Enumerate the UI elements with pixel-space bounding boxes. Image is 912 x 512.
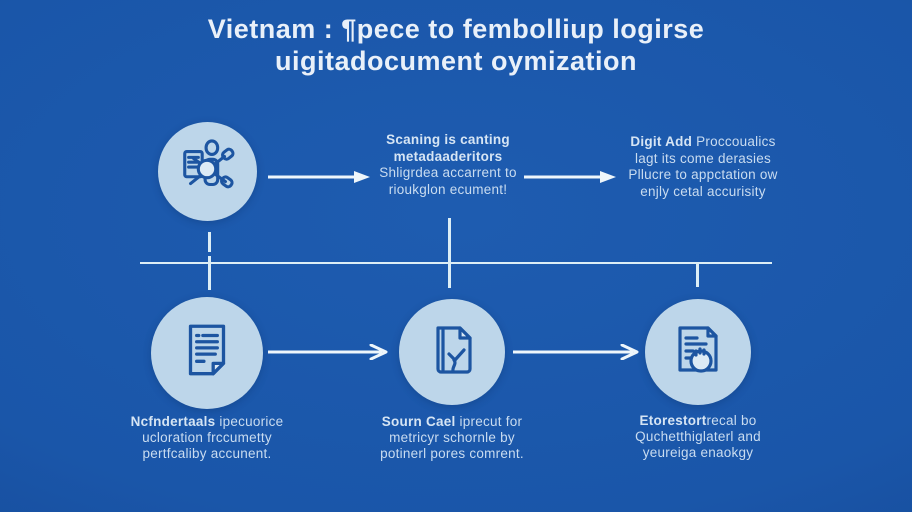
step-text-lead: Digit Add	[630, 134, 693, 149]
document-check-icon	[420, 318, 484, 387]
caption-line: yeureiga enaokgy	[642, 445, 754, 460]
caption-line: Etorestortrecal bo	[598, 413, 798, 429]
caption-document-check: Sourn Cael iprecut for metricyr schornle…	[352, 414, 552, 462]
caption-lead-rest: iprecut for	[455, 414, 523, 429]
step-circle-document-check	[399, 299, 505, 405]
step-circle-document	[151, 297, 263, 409]
caption-line: pertfcaliby accunent.	[142, 446, 272, 461]
caption-lead: Sourn Cael	[381, 414, 456, 429]
document-analysis-icon	[177, 138, 239, 205]
caption-lead-rest: ipecuorice	[215, 414, 284, 429]
step-text-line: Pllucre to appctation ow	[628, 167, 778, 182]
step-circle-analysis	[158, 122, 257, 221]
timeline-tick-middle	[448, 218, 451, 288]
step-text-line: lagt its come derasies	[634, 150, 772, 166]
arrow-step1-to-step2	[268, 170, 370, 184]
diagram-title-line2: uigitadocument oymization	[274, 46, 637, 77]
caption-line: Sourn Cael iprecut for	[352, 414, 552, 430]
timeline-horizontal-line	[140, 262, 772, 264]
timeline-tick-right	[696, 264, 699, 287]
step-text-lead-rest: Proccoualics	[692, 134, 776, 149]
step-text-line: Shligrdea accarrent to	[379, 165, 517, 180]
diagram-title-line1: Vietnam : ¶pece to fembolliup logirse	[207, 14, 705, 44]
diagram-title: Vietnam : ¶pece to fembolliup logirse ui…	[0, 13, 912, 78]
step-text-line: Scaning is canting	[386, 132, 510, 147]
document-gear-icon	[666, 318, 730, 387]
document-icon	[174, 318, 240, 389]
caption-line: metricyr schornle by	[389, 430, 515, 445]
timeline-tick-dash-left	[208, 232, 211, 252]
caption-document-process: Etorestortrecal bo Quchetthiglaterl and …	[598, 413, 798, 461]
caption-line: potinerl pores comrent.	[380, 446, 524, 461]
arrow-step2-to-step3	[524, 170, 616, 184]
step-text-scanning: Scaning is canting metadaaderitors Shlig…	[358, 132, 538, 198]
caption-line: ucloration frccumetty	[142, 430, 272, 445]
caption-line: Quchetthiglaterl and	[635, 429, 761, 444]
arrow-check-to-process	[513, 344, 639, 360]
caption-lead-rest: recal bo	[706, 413, 757, 428]
caption-line: Ncfndertaals ipecuorice	[107, 414, 307, 430]
caption-lead: Ncfndertaals	[130, 414, 216, 429]
step-text-line: enjly cetal accurisity	[640, 183, 766, 199]
step-text-line: metadaaderitors	[393, 148, 503, 164]
timeline-tick-left	[208, 256, 211, 290]
arrow-doc-to-check	[268, 344, 388, 360]
caption-lead: Etorestort	[639, 413, 707, 428]
step-text-line: rioukglon ecument!	[388, 181, 508, 197]
step-text-line: Digit Add Proccoualics	[610, 134, 796, 151]
step-text-digit-add: Digit Add Proccoualics lagt its come der…	[610, 134, 796, 200]
step-circle-document-process	[645, 299, 751, 405]
caption-document: Ncfndertaals ipecuorice ucloration frccu…	[107, 414, 307, 462]
